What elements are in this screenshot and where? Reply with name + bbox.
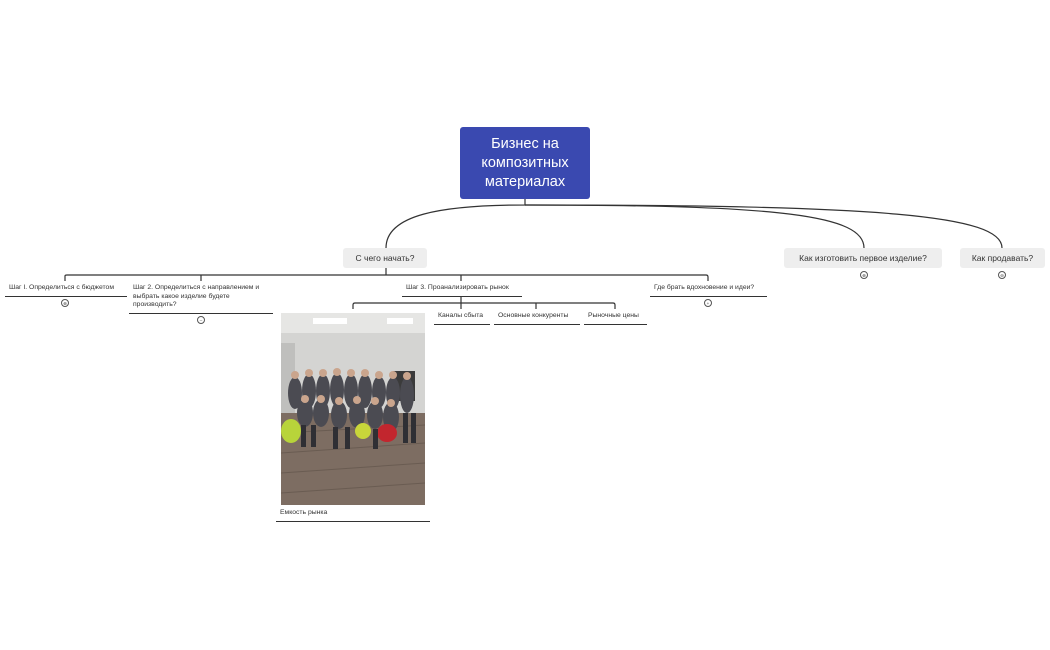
topic-step2[interactable]: Шаг 2. Определиться с направлением и выб… bbox=[129, 284, 273, 314]
connector-root-start bbox=[385, 199, 526, 249]
topic-ideas-label: Где брать вдохновение и идеи? bbox=[654, 284, 755, 291]
topic-step1[interactable]: Шаг I. Определиться с бюджетом bbox=[5, 284, 127, 297]
branch-sell[interactable]: Как продавать? bbox=[960, 248, 1045, 268]
topic-step3-label: Шаг 3. Проанализировать рынок bbox=[406, 284, 509, 291]
group-photo-image bbox=[281, 313, 425, 505]
collapse-toggle-step2[interactable]: – bbox=[197, 316, 205, 324]
branch-make[interactable]: Как изготовить первое изделие? bbox=[784, 248, 942, 268]
topic-step3[interactable]: Шаг 3. Проанализировать рынок bbox=[402, 284, 522, 297]
root-topic-label: Бизнес на композитных материалах bbox=[481, 135, 569, 190]
topic-capacity[interactable]: Емкость рынка bbox=[276, 509, 430, 522]
branch-sell-label: Как продавать? bbox=[971, 253, 1034, 263]
topic-prices-label: Рыночные цены bbox=[588, 312, 639, 319]
topic-step1-label: Шаг I. Определиться с бюджетом bbox=[9, 284, 115, 291]
collapse-toggle-step1[interactable]: ⊕ bbox=[61, 299, 69, 307]
connector-root-make bbox=[524, 204, 865, 249]
topic-competitors[interactable]: Основные конкуренты bbox=[494, 312, 580, 325]
topic-capacity-image bbox=[281, 313, 425, 505]
topic-competitors-label: Основные конкуренты bbox=[498, 312, 569, 319]
branch-make-label: Как изготовить первое изделие? bbox=[799, 253, 927, 263]
connector-root-sell bbox=[524, 204, 1003, 249]
collapse-toggle-sell[interactable]: ⊖ bbox=[998, 271, 1006, 279]
topic-channels-label: Каналы сбыта bbox=[438, 312, 484, 319]
collapse-toggle-ideas[interactable]: + bbox=[704, 299, 712, 307]
topic-channels[interactable]: Каналы сбыта bbox=[434, 312, 490, 325]
connector-steps-bar bbox=[64, 274, 709, 281]
topic-step2-label: Шаг 2. Определиться с направлением и выб… bbox=[133, 284, 260, 308]
root-topic[interactable]: Бизнес на композитных материалах bbox=[460, 127, 590, 199]
topic-prices[interactable]: Рыночные цены bbox=[584, 312, 647, 325]
topic-ideas[interactable]: Где брать вдохновение и идеи? bbox=[650, 284, 767, 297]
collapse-toggle-make[interactable]: ⊕ bbox=[860, 271, 868, 279]
branch-start-label: С чего начать? bbox=[355, 253, 415, 263]
branch-start[interactable]: С чего начать? bbox=[343, 248, 427, 268]
topic-capacity-label: Емкость рынка bbox=[280, 509, 328, 516]
connector-market-bar bbox=[352, 302, 616, 309]
